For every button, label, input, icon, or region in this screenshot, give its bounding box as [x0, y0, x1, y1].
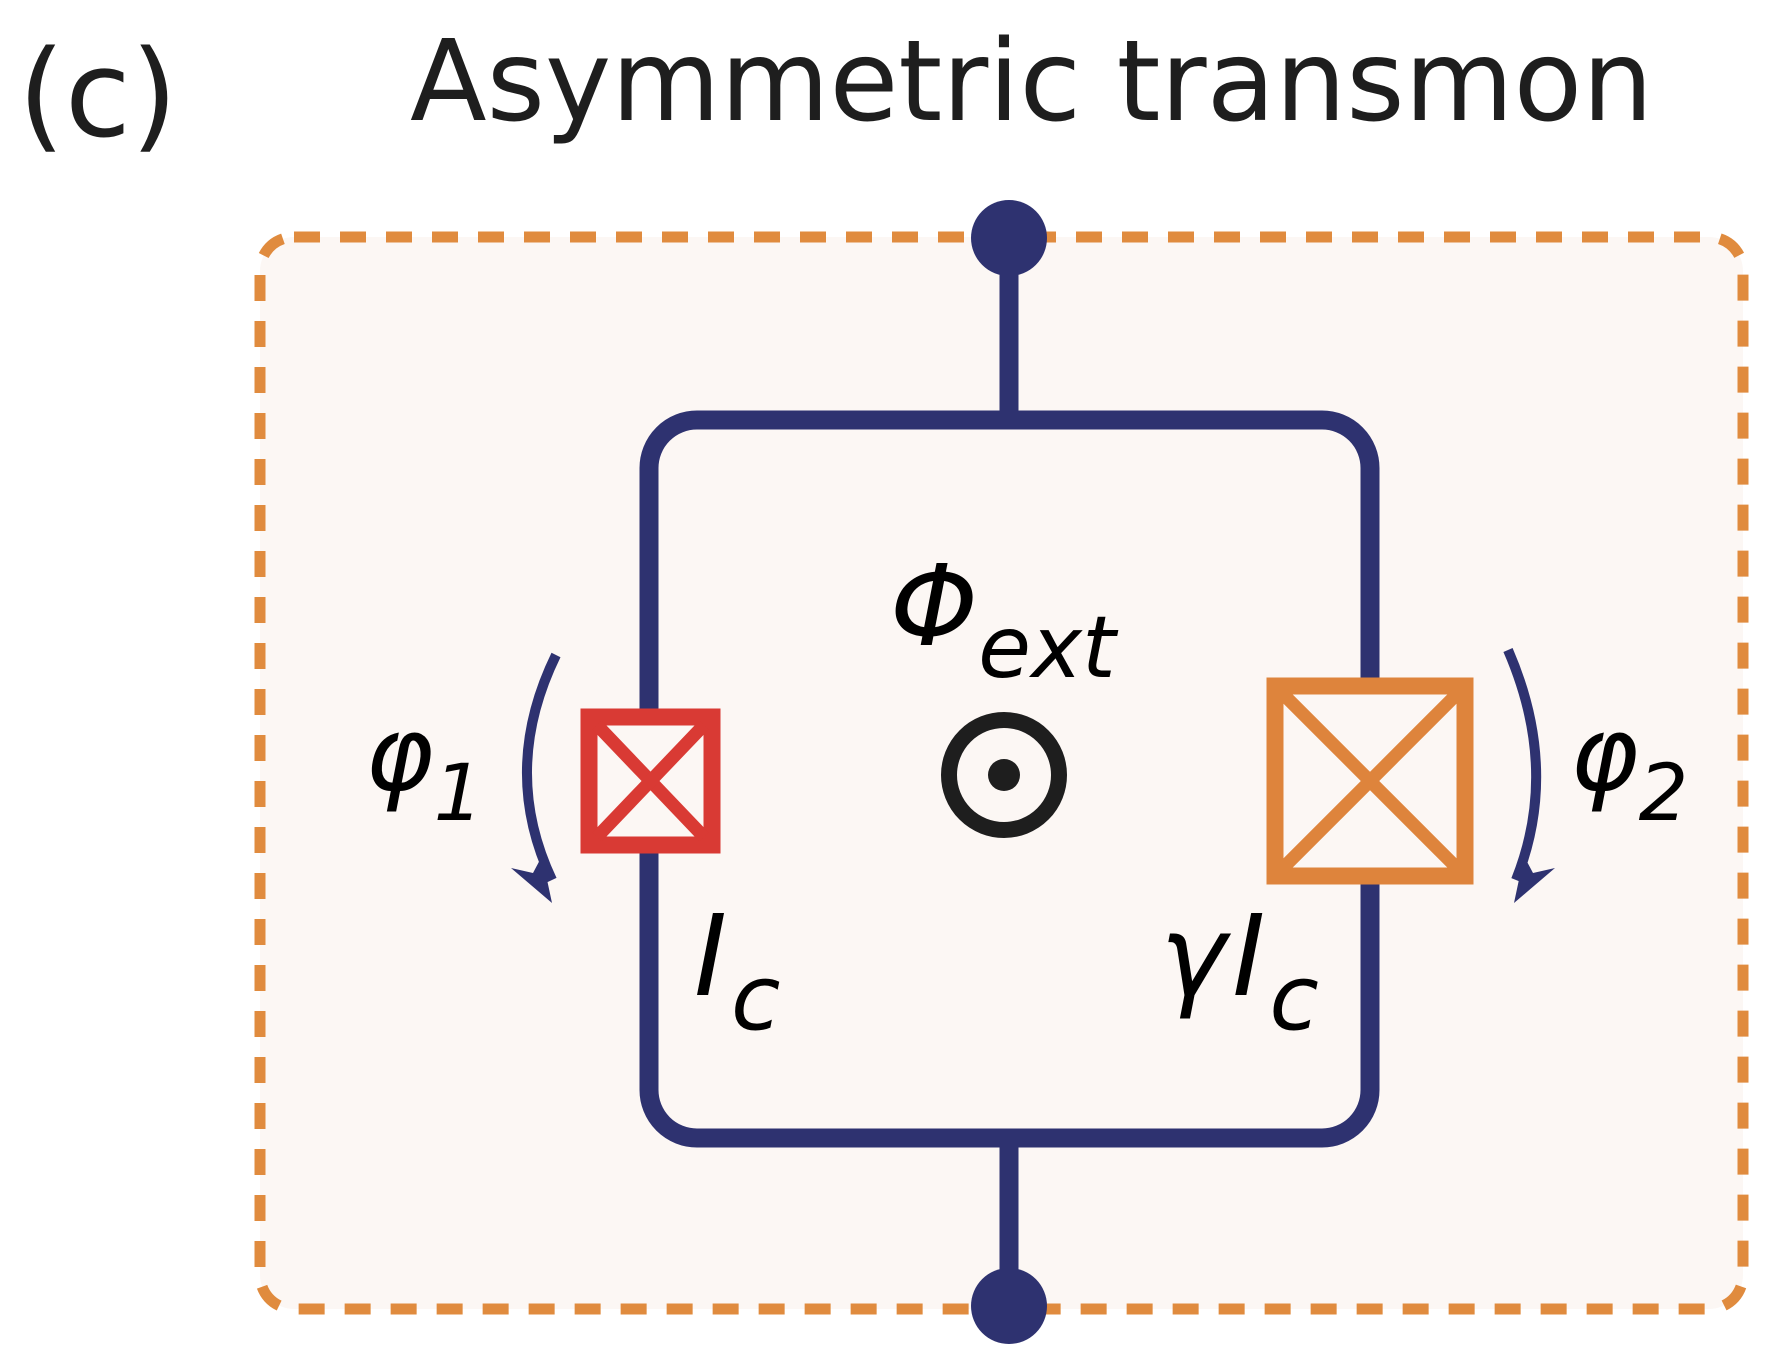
junction-2-label: γIc — [1160, 892, 1319, 1051]
junction-2-icon — [1266, 677, 1474, 885]
flux-out-of-page-icon — [941, 712, 1067, 838]
figure-title: Asymmetric transmon — [410, 17, 1653, 147]
junction-2-subscript: c — [1269, 946, 1318, 1051]
junction-2-symbol: I — [1232, 892, 1265, 1022]
top-terminal-icon — [971, 200, 1047, 276]
phase-2-label: φ2 — [1570, 693, 1688, 839]
phase-1-subscript: 1 — [434, 749, 484, 839]
phase-1-arrow-icon — [511, 652, 561, 903]
bottom-terminal-icon — [971, 1268, 1047, 1344]
flux-label: Φext — [890, 542, 1119, 698]
junction-1-icon — [580, 708, 721, 854]
phase-2-arrow-icon — [1503, 648, 1555, 903]
junction-1-label: Ic — [694, 892, 781, 1051]
junction-1-symbol: I — [694, 892, 727, 1022]
phase-1-symbol: φ — [365, 693, 434, 815]
phase-2-symbol: φ — [1570, 693, 1639, 815]
junction-1-subscript: c — [731, 946, 780, 1051]
phase-2-subscript: 2 — [1639, 749, 1689, 839]
phase-1-label: φ1 — [365, 693, 483, 839]
flux-symbol: Φ — [890, 542, 978, 672]
junction-2-prefix: γ — [1160, 892, 1232, 1022]
panel-label: (c) — [18, 26, 178, 165]
flux-subscript: ext — [978, 598, 1119, 698]
